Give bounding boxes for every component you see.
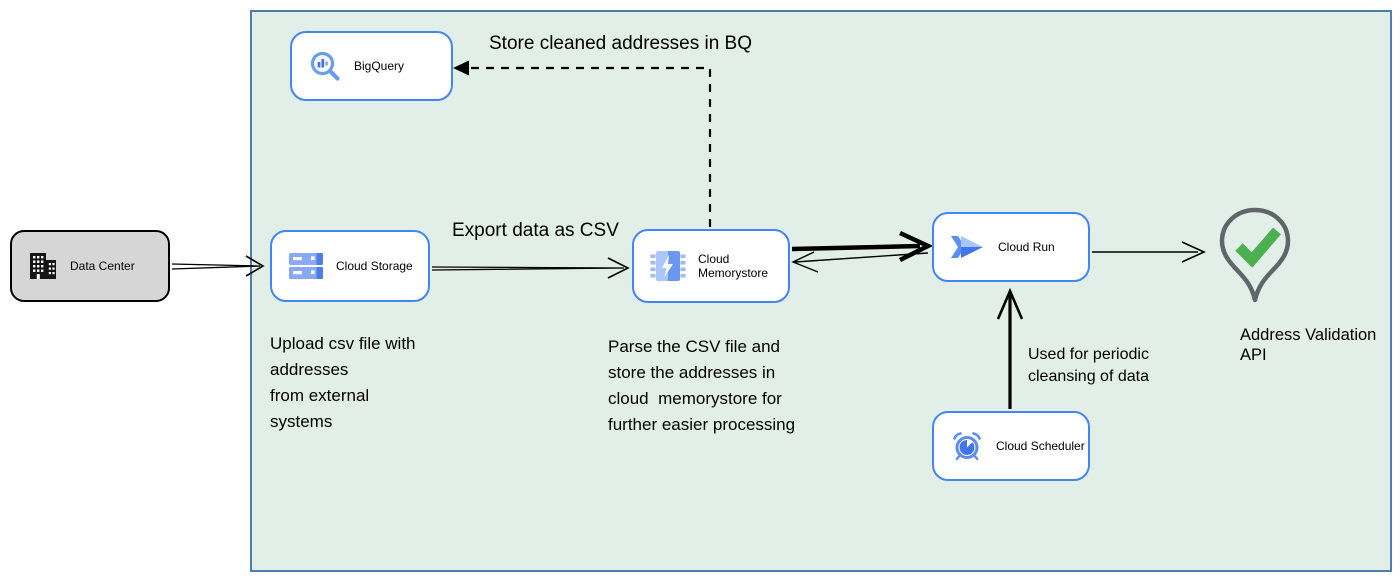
note-line: addresses (270, 360, 349, 379)
cloud-storage-icon (288, 252, 324, 280)
cloud-run-node[interactable]: Cloud Run (932, 212, 1090, 282)
node-label: Cloud Memorystore (698, 252, 769, 280)
note-line: cleansing of data (1028, 368, 1149, 385)
address-validation-label: Address Validation API (1240, 325, 1376, 365)
note-line: store the addresses in (608, 363, 776, 382)
address-validation-node[interactable] (1219, 206, 1291, 325)
note-line: further easier processing (608, 415, 796, 434)
node-label: Data Center (70, 259, 135, 273)
note-line: Store cleaned addresses in BQ (489, 33, 752, 54)
node-label: Cloud Storage (336, 259, 413, 273)
note-line: Export data as CSV (452, 220, 619, 241)
cloud-run-icon (950, 234, 986, 260)
label-line: API (1240, 346, 1267, 364)
note-line: Parse the CSV file and (608, 337, 780, 356)
cloud-scheduler-node[interactable]: Cloud Scheduler (932, 411, 1090, 481)
cloud-storage-node[interactable]: Cloud Storage (270, 230, 430, 302)
note-upload-csv: Upload csv file with addresses from exte… (270, 331, 416, 435)
note-line: cloud memorystore for (608, 389, 782, 408)
gcp-boundary-region (250, 10, 1392, 572)
node-label: BigQuery (354, 59, 405, 73)
memorystore-icon (650, 249, 686, 283)
note-periodic-cleansing: Used for periodic cleansing of data (1028, 344, 1149, 388)
cloud-memorystore-node[interactable]: Cloud Memorystore (632, 229, 790, 303)
note-line: systems (270, 412, 333, 431)
label-line: Address Validation (1240, 326, 1377, 344)
note-store-cleaned-addresses: Store cleaned addresses in BQ (489, 33, 752, 55)
note-parse-csv: Parse the CSV file and store the address… (608, 334, 795, 438)
note-line: Upload csv file with (270, 334, 416, 353)
note-line: Used for periodic (1028, 346, 1149, 363)
node-label: Cloud Scheduler (996, 439, 1085, 453)
note-export-data-csv: Export data as CSV (452, 220, 619, 242)
location-pin-check-icon (1219, 207, 1291, 324)
note-line: from external (270, 386, 370, 405)
bigquery-node[interactable]: BigQuery (290, 31, 453, 101)
scheduler-icon (950, 429, 984, 463)
building-icon (28, 251, 58, 281)
node-label: Cloud Run (998, 240, 1055, 254)
bigquery-icon (308, 49, 342, 83)
data-center-node[interactable]: Data Center (10, 230, 170, 302)
